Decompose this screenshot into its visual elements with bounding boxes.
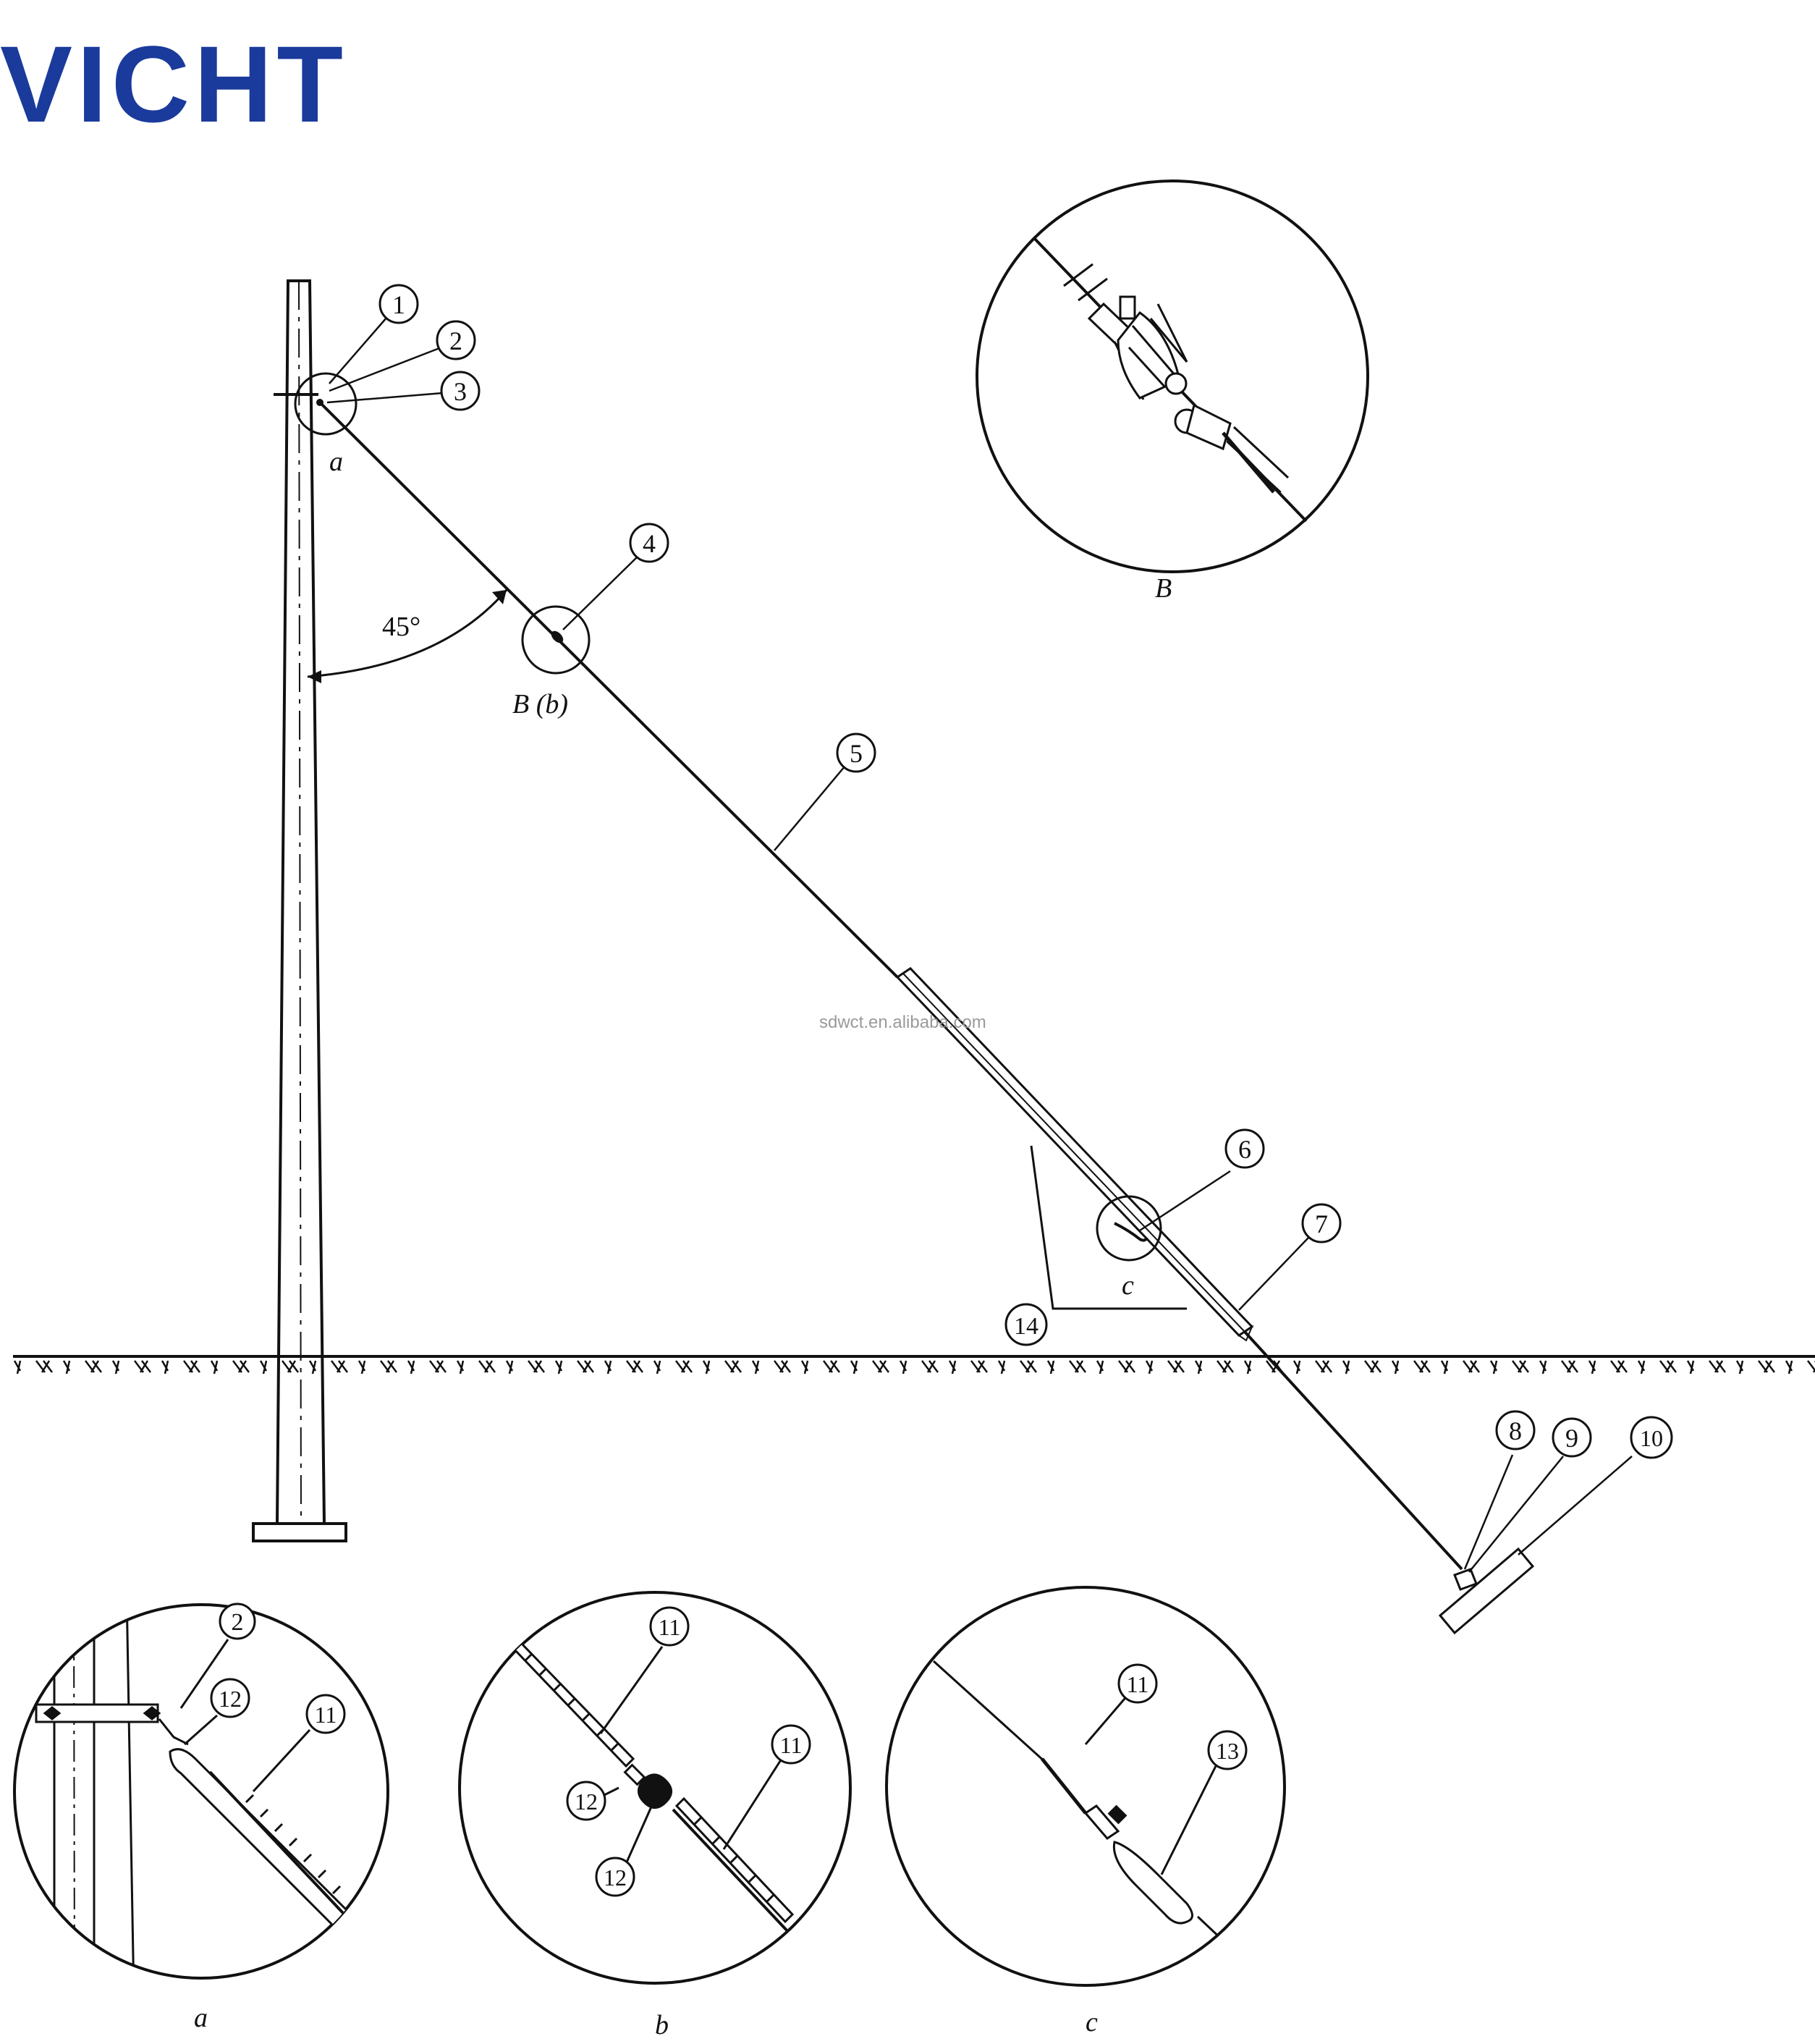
detail-c-caption: c	[1086, 2007, 1098, 2037]
ground-hatch-mark	[13, 1360, 53, 1374]
callout-2-label: 2	[449, 326, 462, 355]
watermark: sdwct.en.alibaba.com	[819, 1013, 986, 1032]
guy-wire	[318, 401, 1463, 1571]
ground-hatch-mark	[1489, 1360, 1529, 1374]
ground-hatch-mark	[407, 1360, 447, 1374]
detail-a-callout-11: 11	[315, 1702, 337, 1728]
angle-label: 45°	[382, 612, 420, 642]
detail-b-callout-11b: 11	[780, 1732, 803, 1758]
bracket-14	[1030, 1145, 1187, 1310]
callout-1: 1	[378, 284, 419, 324]
callout-3: 3	[440, 371, 481, 411]
detail-B-caption: B	[1155, 573, 1172, 604]
detail-a-caption: a	[194, 2003, 208, 2033]
ground-hatch-mark	[604, 1360, 643, 1374]
ground-hatch-mark	[1785, 1360, 1815, 1374]
ground-hatch-mark	[505, 1360, 545, 1374]
detail-b-marker	[521, 605, 591, 675]
ground-hatch-mark	[1096, 1360, 1135, 1374]
ground-hatch-mark	[1637, 1360, 1677, 1374]
callout-5-label: 5	[850, 739, 863, 768]
ground-hatch-mark	[210, 1360, 250, 1374]
ground-hatch-mark	[1194, 1360, 1234, 1374]
callout-7-label: 7	[1315, 1209, 1328, 1238]
ground-hatch-mark	[997, 1360, 1037, 1374]
detail-b-callout-11a: 11	[659, 1614, 681, 1640]
ground-hatch-mark	[1342, 1360, 1382, 1374]
ground-hatch-mark	[800, 1360, 840, 1374]
ground-hatch-mark	[1735, 1360, 1775, 1374]
detail-b-callout-12a: 12	[575, 1788, 598, 1815]
callout-1-label: 1	[392, 290, 405, 319]
callout-6-label: 6	[1238, 1135, 1251, 1164]
ground-hatch-mark	[702, 1360, 742, 1374]
callout-9-label: 9	[1565, 1424, 1578, 1453]
ground-hatch-mark	[1292, 1360, 1332, 1374]
ground-hatch-mark	[308, 1360, 348, 1374]
callout-5: 5	[836, 732, 876, 773]
ground-hatch-mark	[1145, 1360, 1185, 1374]
ground-hatch-mark	[358, 1360, 397, 1374]
ground-hatch-mark	[1391, 1360, 1431, 1374]
detail-a-callout-2: 2	[232, 1609, 244, 1636]
callout-3-label: 3	[454, 377, 467, 406]
ground-hatch-mark	[653, 1360, 693, 1374]
ground-hatch-mark	[554, 1360, 594, 1374]
ground-hatch-mark	[161, 1360, 200, 1374]
ground-hatch-mark	[899, 1360, 939, 1374]
callout-8: 8	[1495, 1410, 1536, 1450]
ground-hatch-mark	[948, 1360, 988, 1374]
ground-hatch-mark	[850, 1360, 889, 1374]
pole	[252, 279, 347, 1542]
callout-10: 10	[1630, 1416, 1673, 1459]
ground-hatching	[13, 1360, 1815, 1374]
callout-4-label: 4	[643, 529, 656, 558]
ground-hatch-mark	[1046, 1360, 1086, 1374]
ground-hatch-mark	[751, 1360, 791, 1374]
pole-base-plate	[252, 1522, 347, 1542]
ground-hatch-mark	[1440, 1360, 1480, 1374]
callout-2: 2	[436, 320, 476, 360]
callout-8-label: 8	[1509, 1416, 1522, 1445]
leader-lines	[326, 316, 1633, 1573]
ground-hatch-mark	[456, 1360, 496, 1374]
detail-c-callout-11: 11	[1127, 1671, 1149, 1697]
callout-6: 6	[1224, 1128, 1265, 1169]
ground-hatch-mark	[1588, 1360, 1628, 1374]
detail-c-marker	[1096, 1195, 1162, 1262]
callout-4: 4	[629, 523, 669, 563]
callout-9: 9	[1552, 1417, 1592, 1458]
callout-7: 7	[1301, 1203, 1342, 1243]
ground-hatch-mark	[1686, 1360, 1726, 1374]
detail-b-caption: b	[655, 2010, 669, 2040]
ground-hatch-mark	[62, 1360, 102, 1374]
detail-c-callout-13: 13	[1216, 1738, 1239, 1764]
ground-hatch-mark	[1243, 1360, 1283, 1374]
detail-b-callout-12b: 12	[604, 1864, 627, 1891]
callout-14-label: 14	[1014, 1313, 1038, 1340]
detail-c: 11 13 c	[885, 1586, 1286, 2037]
detail-b: 11 11 12 12 b	[458, 1591, 852, 2040]
ground-hatch-mark	[1539, 1360, 1578, 1374]
region-label-c: c	[1122, 1270, 1134, 1301]
detail-a-callout-12: 12	[219, 1686, 242, 1712]
region-label-b: B (b)	[512, 689, 568, 719]
ground-hatch-mark	[259, 1360, 299, 1374]
callout-10-label: 10	[1640, 1425, 1663, 1451]
callout-14: 14	[1004, 1303, 1048, 1346]
detail-a-marker	[294, 372, 358, 436]
anchor-block	[1438, 1547, 1535, 1635]
region-label-a: a	[329, 447, 343, 477]
detail-a: 2 12 11 a	[13, 1602, 389, 2033]
detail-B: B	[976, 180, 1369, 604]
brand-logo: VICHT	[0, 23, 347, 145]
ground-hatch-mark	[111, 1360, 151, 1374]
angle-arc	[307, 589, 508, 678]
